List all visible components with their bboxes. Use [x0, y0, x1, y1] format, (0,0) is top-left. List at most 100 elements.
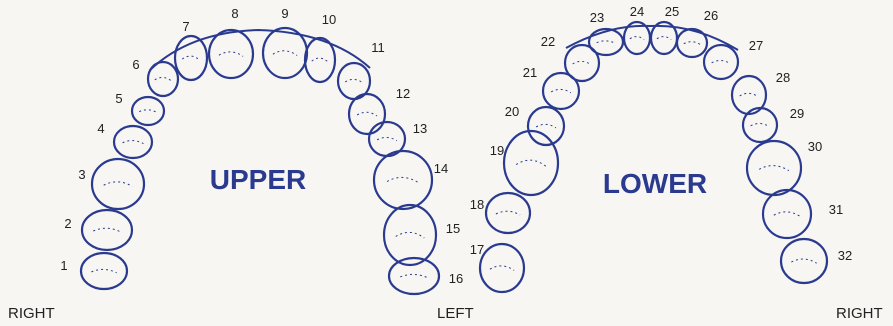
upper-tooth-14: 14 [372, 149, 448, 211]
lower-tooth-28: 28 [730, 70, 790, 116]
tooth-detail [711, 60, 731, 65]
tooth-number: 14 [434, 161, 448, 176]
tooth-number: 4 [97, 121, 104, 136]
tooth-detail [750, 123, 770, 128]
tooth-outline [702, 43, 740, 81]
tooth-outline [79, 251, 129, 291]
upper-tooth-4: 4 [97, 121, 154, 160]
tooth-detail [791, 258, 817, 264]
tooth-outline [382, 203, 438, 267]
tooth-number: 11 [371, 40, 385, 55]
tooth-detail [91, 268, 117, 274]
tooth-detail [395, 231, 425, 239]
tooth-detail [596, 40, 616, 44]
lower-tooth-22: 22 [541, 34, 601, 83]
tooth-outline [675, 27, 709, 59]
tooth-number: 5 [115, 91, 122, 106]
tooth-outline [80, 208, 134, 252]
tooth-outline [372, 149, 434, 211]
lower-tooth-17: 17 [470, 242, 526, 294]
lower-tooth-27: 27 [702, 38, 763, 81]
upper-tooth-1: 1 [60, 251, 129, 291]
tooth-detail [103, 181, 133, 187]
lower-tooth-31: 31 [761, 188, 843, 240]
tooth-outline [741, 106, 779, 144]
tooth-detail [550, 88, 572, 94]
tooth-detail [122, 140, 144, 145]
tooth-detail [629, 36, 645, 41]
tooth-number: 13 [413, 121, 427, 136]
tooth-number: 16 [449, 271, 463, 286]
tooth-number: 20 [505, 104, 519, 119]
tooth-detail [376, 137, 398, 142]
tooth-outline [761, 188, 813, 240]
lower-tooth-19: 19 [490, 129, 560, 197]
tooth-number: 15 [446, 221, 460, 236]
tooth-number: 28 [776, 70, 790, 85]
tooth-number: 27 [749, 38, 763, 53]
upper-tooth-11: 11 [336, 40, 385, 101]
tooth-number: 6 [132, 57, 139, 72]
upper-tooth-10: 10 [303, 12, 337, 84]
tooth-number: 3 [78, 167, 85, 182]
upper-tooth-2: 2 [64, 208, 134, 252]
tooth-outline [587, 27, 625, 57]
tooth-detail [272, 50, 298, 56]
tooth-outline [112, 124, 154, 160]
tooth-outline [563, 43, 601, 83]
tooth-number: 21 [523, 65, 537, 80]
left-label: LEFT [437, 305, 474, 322]
upper-arch-title: UPPER [210, 164, 306, 195]
tooth-number: 22 [541, 34, 555, 49]
tooth-outline [387, 256, 441, 296]
lower-tooth-30: 30 [745, 139, 822, 197]
tooth-outline [526, 105, 566, 147]
tooth-detail [218, 51, 244, 57]
tooth-outline [130, 95, 166, 127]
tooth-number: 17 [470, 242, 484, 257]
upper-tooth-5: 5 [115, 91, 166, 127]
tooth-outline [90, 157, 146, 211]
tooth-detail [773, 211, 801, 217]
tooth-detail [181, 55, 201, 61]
tooth-number: 23 [590, 10, 604, 25]
tooth-outline [484, 191, 532, 235]
upper-tooth-7: 7 [173, 19, 209, 82]
tooth-number: 9 [281, 6, 288, 21]
tooth-outline [303, 36, 337, 84]
right-label-lower: RIGHT [836, 305, 883, 322]
tooth-detail [489, 265, 515, 271]
tooth-detail [656, 36, 672, 41]
tooth-outline [146, 60, 180, 98]
lower-tooth-18: 18 [470, 191, 532, 235]
tooth-detail [93, 227, 121, 233]
lower-tooth-29: 29 [741, 106, 804, 144]
upper-tooth-16: 16 [387, 256, 463, 296]
tooth-detail [515, 159, 547, 167]
tooth-detail [311, 57, 329, 63]
upper-tooth-3: 3 [78, 157, 146, 211]
tooth-number: 25 [665, 4, 679, 19]
tooth-detail [683, 41, 701, 45]
tooth-number: 19 [490, 143, 504, 158]
upper-tooth-8: 8 [207, 6, 255, 80]
lower-tooth-20: 20 [505, 104, 566, 147]
tooth-detail [739, 92, 759, 98]
lower-arch-title: LOWER [603, 168, 707, 199]
tooth-detail [495, 210, 521, 216]
tooth-number: 30 [808, 139, 822, 154]
upper-tooth-6: 6 [132, 57, 180, 98]
lower-tooth-32: 32 [779, 237, 852, 285]
tooth-number: 32 [838, 248, 852, 263]
tooth-detail [344, 78, 364, 84]
tooth-number: 29 [790, 106, 804, 121]
right-label-upper: RIGHT [8, 305, 55, 322]
tooth-number: 10 [322, 12, 336, 27]
tooth-detail [138, 109, 158, 113]
tooth-outline [347, 92, 387, 136]
tooth-number: 1 [60, 258, 67, 273]
lower-tooth-23: 23 [587, 10, 625, 57]
upper-tooth-9: 9 [261, 6, 309, 80]
